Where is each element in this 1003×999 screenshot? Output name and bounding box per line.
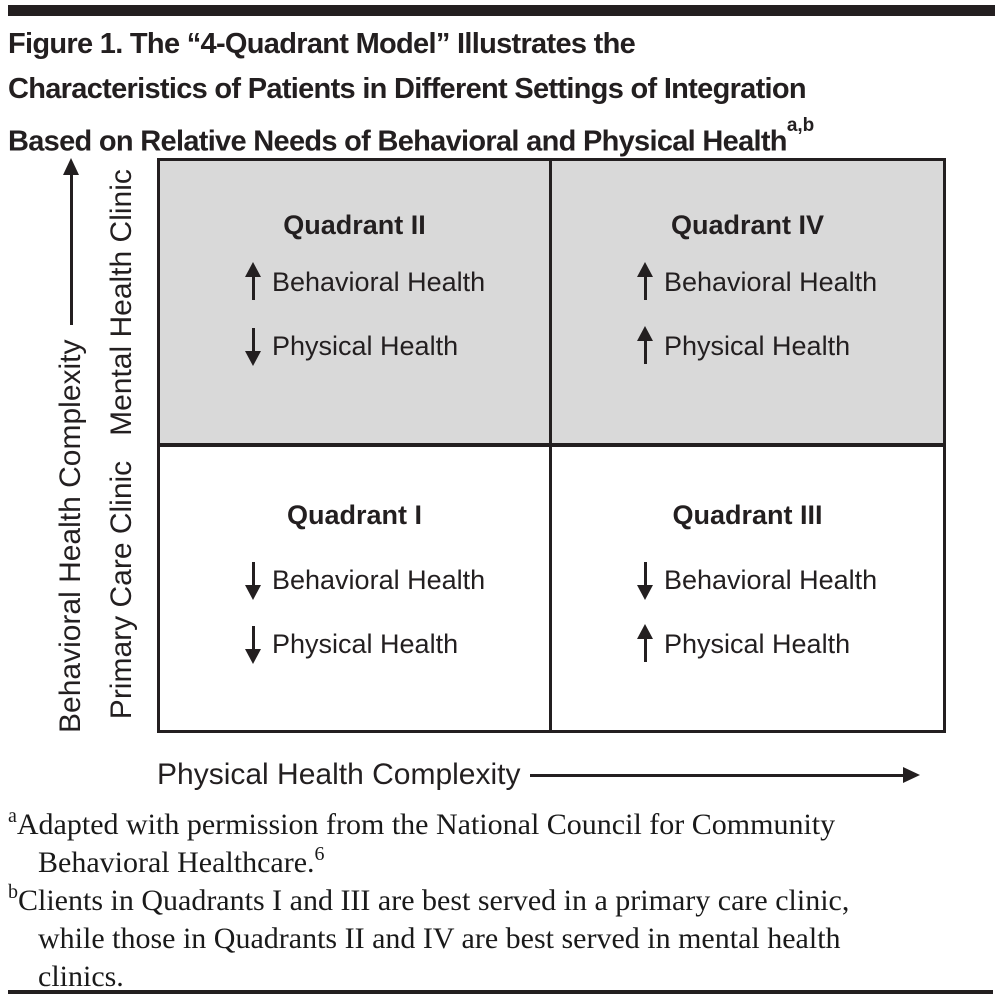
- up-arrow-icon: [244, 262, 262, 302]
- quadrant-item: Behavioral Health: [244, 560, 549, 600]
- footnote-b: bClients in Quadrants I and III are best…: [8, 882, 998, 996]
- quadrant-item: Behavioral Health: [636, 560, 943, 600]
- footnote-b-line2: while those in Quadrants II and IV are b…: [38, 922, 841, 955]
- quadrant-item: Behavioral Health: [636, 262, 943, 302]
- quadrant-item-label: Physical Health: [272, 330, 459, 361]
- x-axis-label: Physical Health Complexity: [157, 758, 521, 791]
- quadrant-cell-iii: Quadrant III Behavioral Health Physical …: [552, 447, 943, 730]
- footnote-b-line3: clinics.: [38, 960, 124, 993]
- quadrant-item-label: Physical Health: [664, 330, 851, 361]
- quadrant-cell-i: Quadrant I Behavioral Health Physical He…: [160, 447, 552, 730]
- figure-title-superscript: a,b: [786, 115, 815, 137]
- y-axis-label: Behavioral Health Complexity: [54, 339, 87, 733]
- footnote-a-ref: 6: [314, 843, 325, 865]
- quadrant-item-label: Physical Health: [664, 628, 851, 659]
- footnote-a: aAdapted with permission from the Nation…: [8, 806, 998, 882]
- quadrant-title: Quadrant II: [283, 210, 426, 240]
- quadrant-item: Physical Health: [244, 624, 549, 664]
- top-divider: [8, 5, 995, 16]
- quadrant-item: Physical Health: [636, 326, 943, 366]
- footnote-a-line2: Behavioral Healthcare.: [38, 846, 315, 879]
- footnotes: aAdapted with permission from the Nation…: [8, 806, 998, 996]
- quadrant-item: Physical Health: [636, 624, 943, 664]
- bottom-divider: [8, 990, 993, 994]
- mental-health-clinic-label: Mental Health Clinic: [105, 169, 138, 436]
- up-arrow-icon: [636, 624, 654, 664]
- figure-title: Figure 1. The “4-Quadrant Model” Illustr…: [8, 22, 1003, 165]
- footnote-a-marker: a: [8, 805, 17, 827]
- footnote-b-marker: b: [8, 881, 18, 903]
- quadrant-item-label: Behavioral Health: [664, 266, 878, 297]
- right-arrow-icon: [530, 767, 920, 783]
- up-arrow-icon: [63, 158, 79, 325]
- figure-title-text: Figure 1. The “4-Quadrant Model” Illustr…: [8, 28, 807, 158]
- down-arrow-icon: [636, 560, 654, 600]
- quadrant-title: Quadrant IV: [670, 210, 825, 240]
- quadrant-item-label: Behavioral Health: [664, 564, 878, 595]
- footnote-b-line1: Clients in Quadrants I and III are best …: [18, 884, 850, 917]
- quadrant-cell-iv: Quadrant IV Behavioral Health Physical H…: [552, 161, 943, 447]
- down-arrow-icon: [244, 624, 262, 664]
- quadrant-grid: Quadrant II Behavioral Health Physical H…: [157, 158, 946, 733]
- quadrant-item: Physical Health: [244, 326, 549, 366]
- up-arrow-icon: [636, 326, 654, 366]
- down-arrow-icon: [244, 326, 262, 366]
- x-axis-label-group: Physical Health Complexity: [157, 752, 920, 798]
- quadrant-item-label: Behavioral Health: [272, 564, 486, 595]
- up-arrow-icon: [636, 262, 654, 302]
- quadrant-title: Quadrant I: [286, 500, 422, 530]
- quadrant-item-label: Physical Health: [272, 628, 459, 659]
- primary-care-clinic-label: Primary Care Clinic: [105, 460, 138, 720]
- y-axis-label-group: Behavioral Health Complexity: [48, 158, 94, 733]
- quadrant-title: Quadrant III: [672, 500, 823, 530]
- footnote-a-line1: Adapted with permission from the Nationa…: [16, 808, 836, 841]
- quadrant-cell-ii: Quadrant II Behavioral Health Physical H…: [160, 161, 552, 447]
- quadrant-item: Behavioral Health: [244, 262, 549, 302]
- down-arrow-icon: [244, 560, 262, 600]
- quadrant-item-label: Behavioral Health: [272, 266, 486, 297]
